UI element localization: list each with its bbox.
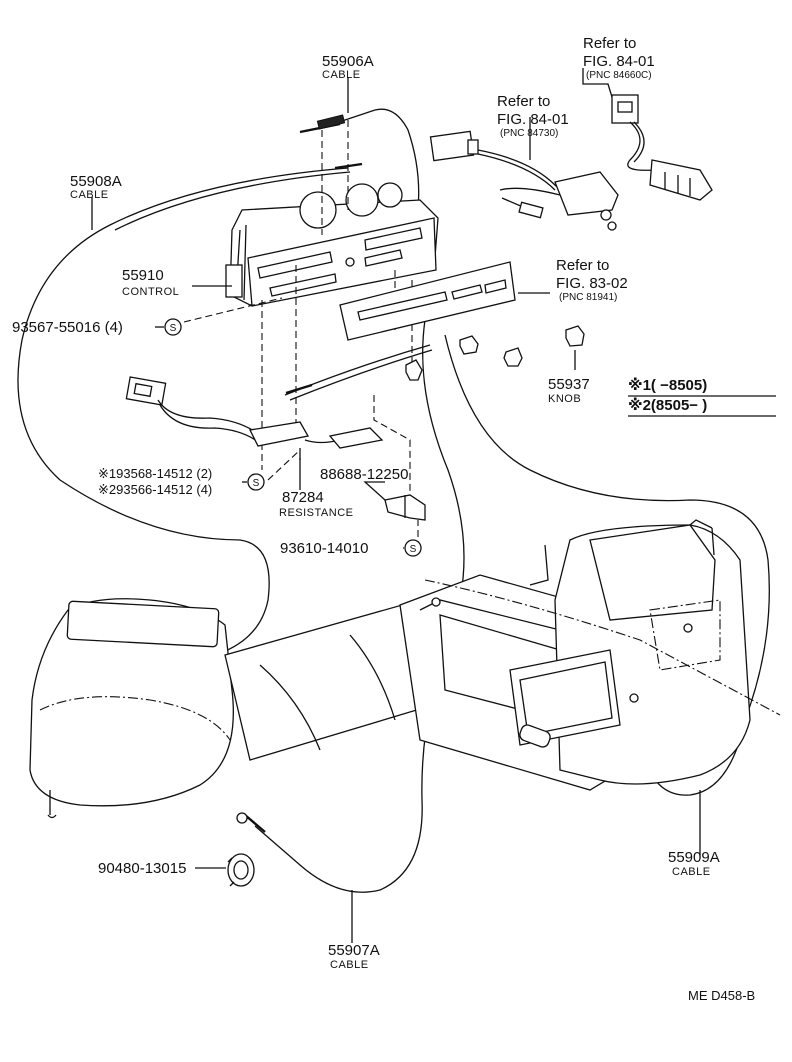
ref1-line1: Refer to [583, 35, 636, 52]
label-55909a: 55909A [668, 849, 720, 866]
screw-symbol-resistance: S [247, 473, 265, 491]
heater-control-unit-drawing [225, 182, 439, 307]
knobs-drawing [405, 325, 585, 381]
label-93568-14512: ※193568-14512 (2) [98, 466, 212, 481]
label-93567-55016: 93567-55016 (4) [12, 319, 123, 336]
ref3-pnc: (PNC 81941) [559, 292, 617, 303]
caption-55937: KNOB [548, 393, 581, 405]
grommet-drawing [227, 853, 255, 887]
caption-87284: RESISTANCE [279, 507, 353, 519]
screw-symbol-control: S [164, 318, 182, 336]
guide-lines [261, 120, 413, 500]
harness-84730-drawing [429, 130, 619, 231]
ref2-pnc: (PNC 84730) [500, 128, 558, 139]
label-55910: 55910 [122, 267, 164, 284]
caption-55909a: CABLE [672, 866, 711, 878]
harness-84660c-drawing [611, 94, 713, 201]
ref3-line1: Refer to [556, 257, 609, 274]
ref2-line1: Refer to [497, 93, 550, 110]
caption-55908a: CABLE [70, 189, 109, 201]
label-55937: 55937 [548, 376, 590, 393]
resistance-harness-drawing [125, 376, 384, 460]
control-panel-face-drawing [339, 261, 516, 341]
label-55908a: 55908A [70, 173, 122, 190]
ref1-line2: FIG. 84-01 [583, 53, 655, 70]
ref1-pnc: (PNC 84660C) [586, 70, 652, 81]
label-55907a: 55907A [328, 942, 380, 959]
ref2-line2: FIG. 84-01 [497, 111, 569, 128]
label-87284: 87284 [282, 489, 324, 506]
caption-55907a: CABLE [330, 959, 369, 971]
svg-text:S: S [170, 323, 177, 334]
label-88688-12250: 88688-12250 [320, 466, 408, 483]
caption-55906a: CABLE [322, 69, 361, 81]
svg-text:S: S [410, 544, 417, 555]
label-55906a: 55906A [322, 53, 374, 70]
footer-code: ME D458-B [688, 988, 755, 1003]
screw-symbol-bracket: S [404, 539, 422, 557]
caption-55910: CONTROL [122, 286, 179, 298]
ref3-line2: FIG. 83-02 [556, 275, 628, 292]
note-1: ※1( −8505) [628, 376, 707, 394]
label-93610-14010: 93610-14010 [280, 540, 368, 557]
note-2: ※2(8505− ) [628, 396, 707, 414]
label-90480-13015: 90480-13015 [98, 860, 186, 877]
bracket-drawing [384, 494, 426, 521]
blower-assembly-drawing [29, 519, 781, 819]
label-93566-14512: ※293566-14512 (4) [98, 482, 212, 497]
svg-text:S: S [253, 478, 260, 489]
leader-lines [91, 68, 701, 943]
